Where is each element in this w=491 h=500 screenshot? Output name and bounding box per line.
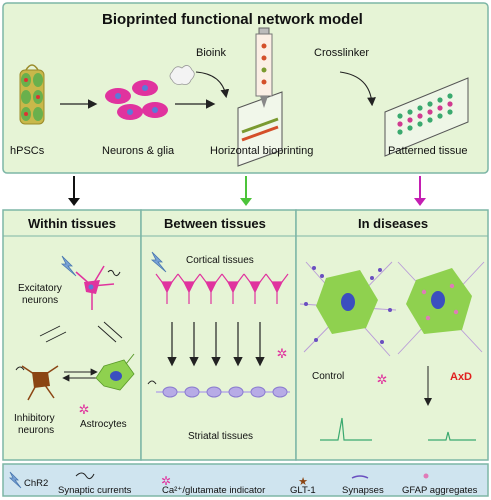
inhibitory-label-line1: Inhibitory — [14, 413, 55, 424]
chr2-icon-within — [60, 255, 77, 277]
control-trace — [320, 417, 372, 441]
legend-indicator: Ca²⁺/glutamate indicator — [162, 485, 266, 496]
panel-title-between: Between tissues — [164, 216, 266, 231]
indicator-icon-diseases: ✲ — [377, 372, 388, 387]
legend-synapses-icon — [351, 475, 369, 479]
cortical-neurons-row — [155, 273, 289, 304]
cortico-striatal-arrows — [167, 322, 265, 367]
bioink-icon — [169, 65, 195, 85]
panel-title-diseases: In diseases — [358, 216, 429, 231]
legend-synaptic-currents: Synaptic currents — [58, 485, 132, 496]
crosslinker-arrow — [339, 71, 376, 107]
indicator-icon-within: ✲ — [79, 402, 90, 417]
step-label-neurons-glia: Neurons & glia — [102, 145, 175, 157]
astrocytes-label: Astrocytes — [80, 419, 127, 430]
legend-chr2-icon — [8, 471, 22, 489]
legend-synaptic-currents-icon — [75, 472, 95, 480]
inhibitory-label-line2: neurons — [18, 425, 55, 436]
bioink-arrow — [195, 71, 230, 99]
inhibitory-neuron-icon — [15, 365, 59, 401]
step-label-hpscs: hPSCs — [10, 145, 45, 157]
within-exchange-arrows — [39, 321, 123, 382]
patterned-tissue-icon — [384, 77, 469, 157]
indicator-icon-between: ✲ — [277, 346, 288, 361]
control-astrocyte-icon — [299, 261, 397, 357]
excitatory-label-line2: neurons — [22, 295, 59, 306]
legend-synapses: Synapses — [342, 485, 384, 496]
legend-indicator-icon: ✲ — [161, 474, 171, 488]
control-label: Control — [312, 371, 345, 382]
cortical-label: Cortical tissues — [186, 255, 254, 266]
crosslinker-label: Crosslinker — [314, 47, 370, 59]
bioink-label: Bioink — [196, 47, 226, 59]
chr2-icon-between — [150, 251, 167, 273]
astrocyte-icon — [95, 353, 135, 391]
step-label-patterned-tissue: Patterned tissue — [388, 145, 468, 157]
legend-glt1-icon: ★ — [298, 476, 308, 488]
legend-gfap-icon — [423, 473, 429, 479]
figure-title: Bioprinted functional network model — [102, 11, 363, 28]
axd-astrocyte-icon — [397, 261, 485, 355]
striatal-neurons-row — [147, 380, 290, 398]
bioprinter-icon — [237, 27, 283, 167]
axd-trace — [428, 431, 476, 441]
legend-glt1: GLT-1 — [290, 485, 316, 496]
legend-bar — [2, 463, 489, 497]
excitatory-label-line1: Excitatory — [18, 283, 62, 294]
legend-chr2: ChR2 — [24, 478, 49, 489]
hpsc-cells-icon — [19, 64, 45, 125]
top-panel — [2, 2, 489, 174]
panel-diseases — [295, 209, 489, 461]
neurons-glia-icon — [105, 80, 168, 120]
legend-gfap: GFAP aggregates — [402, 485, 478, 496]
axd-label: AxD — [450, 371, 473, 383]
step-label-bioprinting: Horizontal bioprinting — [210, 145, 314, 157]
panel-title-within: Within tissues — [28, 216, 117, 231]
striatal-label: Striatal tissues — [188, 431, 254, 442]
panel-between — [140, 209, 297, 461]
excitatory-neuron-icon — [75, 265, 121, 310]
